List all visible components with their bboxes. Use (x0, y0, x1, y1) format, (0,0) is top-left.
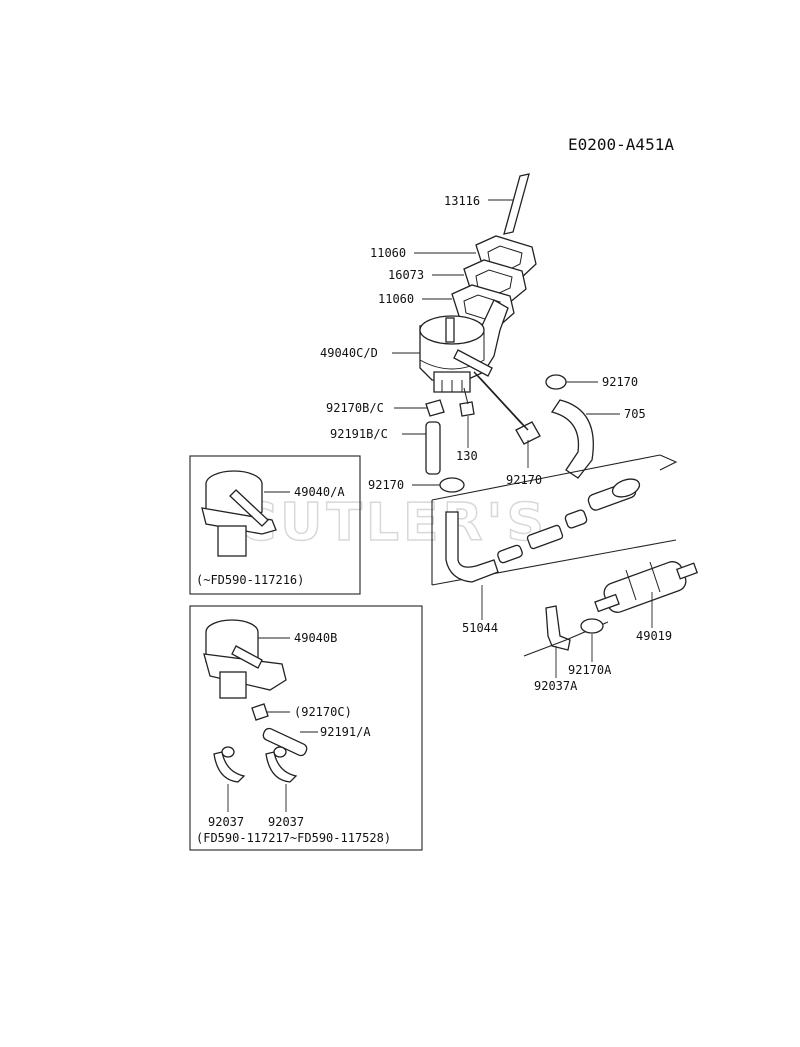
fuel-pump-49040CD (419, 299, 509, 393)
diagram-code: E0200-A451A (568, 135, 674, 154)
label-92191BC: 92191B/C (330, 427, 388, 441)
clip-92170-mid-right (473, 371, 541, 445)
clamp-92037-right (265, 746, 298, 783)
inset-1-caption: (~FD590-117216) (196, 573, 304, 587)
bolt-130 (459, 387, 475, 417)
label-705: 705 (624, 407, 646, 421)
inset-box-2 (189, 605, 423, 851)
label-11060-bottom: 11060 (378, 292, 414, 306)
clip-92170BC (425, 399, 445, 417)
hose-92191BC (425, 421, 441, 475)
inset-box-1 (189, 455, 361, 595)
inset-2-caption: (FD590-117217~FD590-117528) (196, 831, 391, 845)
label-92037-right: 92037 (268, 815, 304, 829)
label-92170C: (92170C) (294, 705, 352, 719)
label-11060-top: 11060 (370, 246, 406, 260)
label-49040B: 49040B (294, 631, 337, 645)
label-51044: 51044 (462, 621, 498, 635)
pin-13116 (503, 173, 530, 235)
label-49040A: 49040/A (294, 485, 345, 499)
label-92037A: 92037A (534, 679, 578, 693)
fuel-filter-49019 (594, 561, 699, 613)
leader-lines (227, 199, 653, 812)
label-16073: 16073 (388, 268, 424, 282)
label-92170-top-right: 92170 (602, 375, 638, 389)
clip-92170-top-right (545, 374, 567, 390)
label-92191A: 92191/A (320, 725, 371, 739)
label-49019: 49019 (636, 629, 672, 643)
watermark-text: CUTLER'S (238, 493, 548, 553)
fuel-line-group-51044 (431, 454, 678, 586)
label-92170A: 92170A (568, 663, 612, 677)
label-92037-left: 92037 (208, 815, 244, 829)
clamp-92037-left (213, 746, 246, 783)
label-130: 130 (456, 449, 478, 463)
label-13116: 13116 (444, 194, 480, 208)
label-92170BC: 92170B/C (326, 401, 384, 415)
label-92170-left: 92170 (368, 478, 404, 492)
fuel-pump-49040B (203, 619, 287, 699)
label-92170-mid-right: 92170 (506, 473, 542, 487)
hose-705 (550, 399, 594, 479)
clip-92170-left (439, 477, 465, 493)
clip-92170A (580, 618, 604, 634)
fuel-pump-49040A (201, 470, 277, 557)
label-49040CD: 49040C/D (320, 346, 378, 360)
clip-92170C (251, 703, 269, 721)
